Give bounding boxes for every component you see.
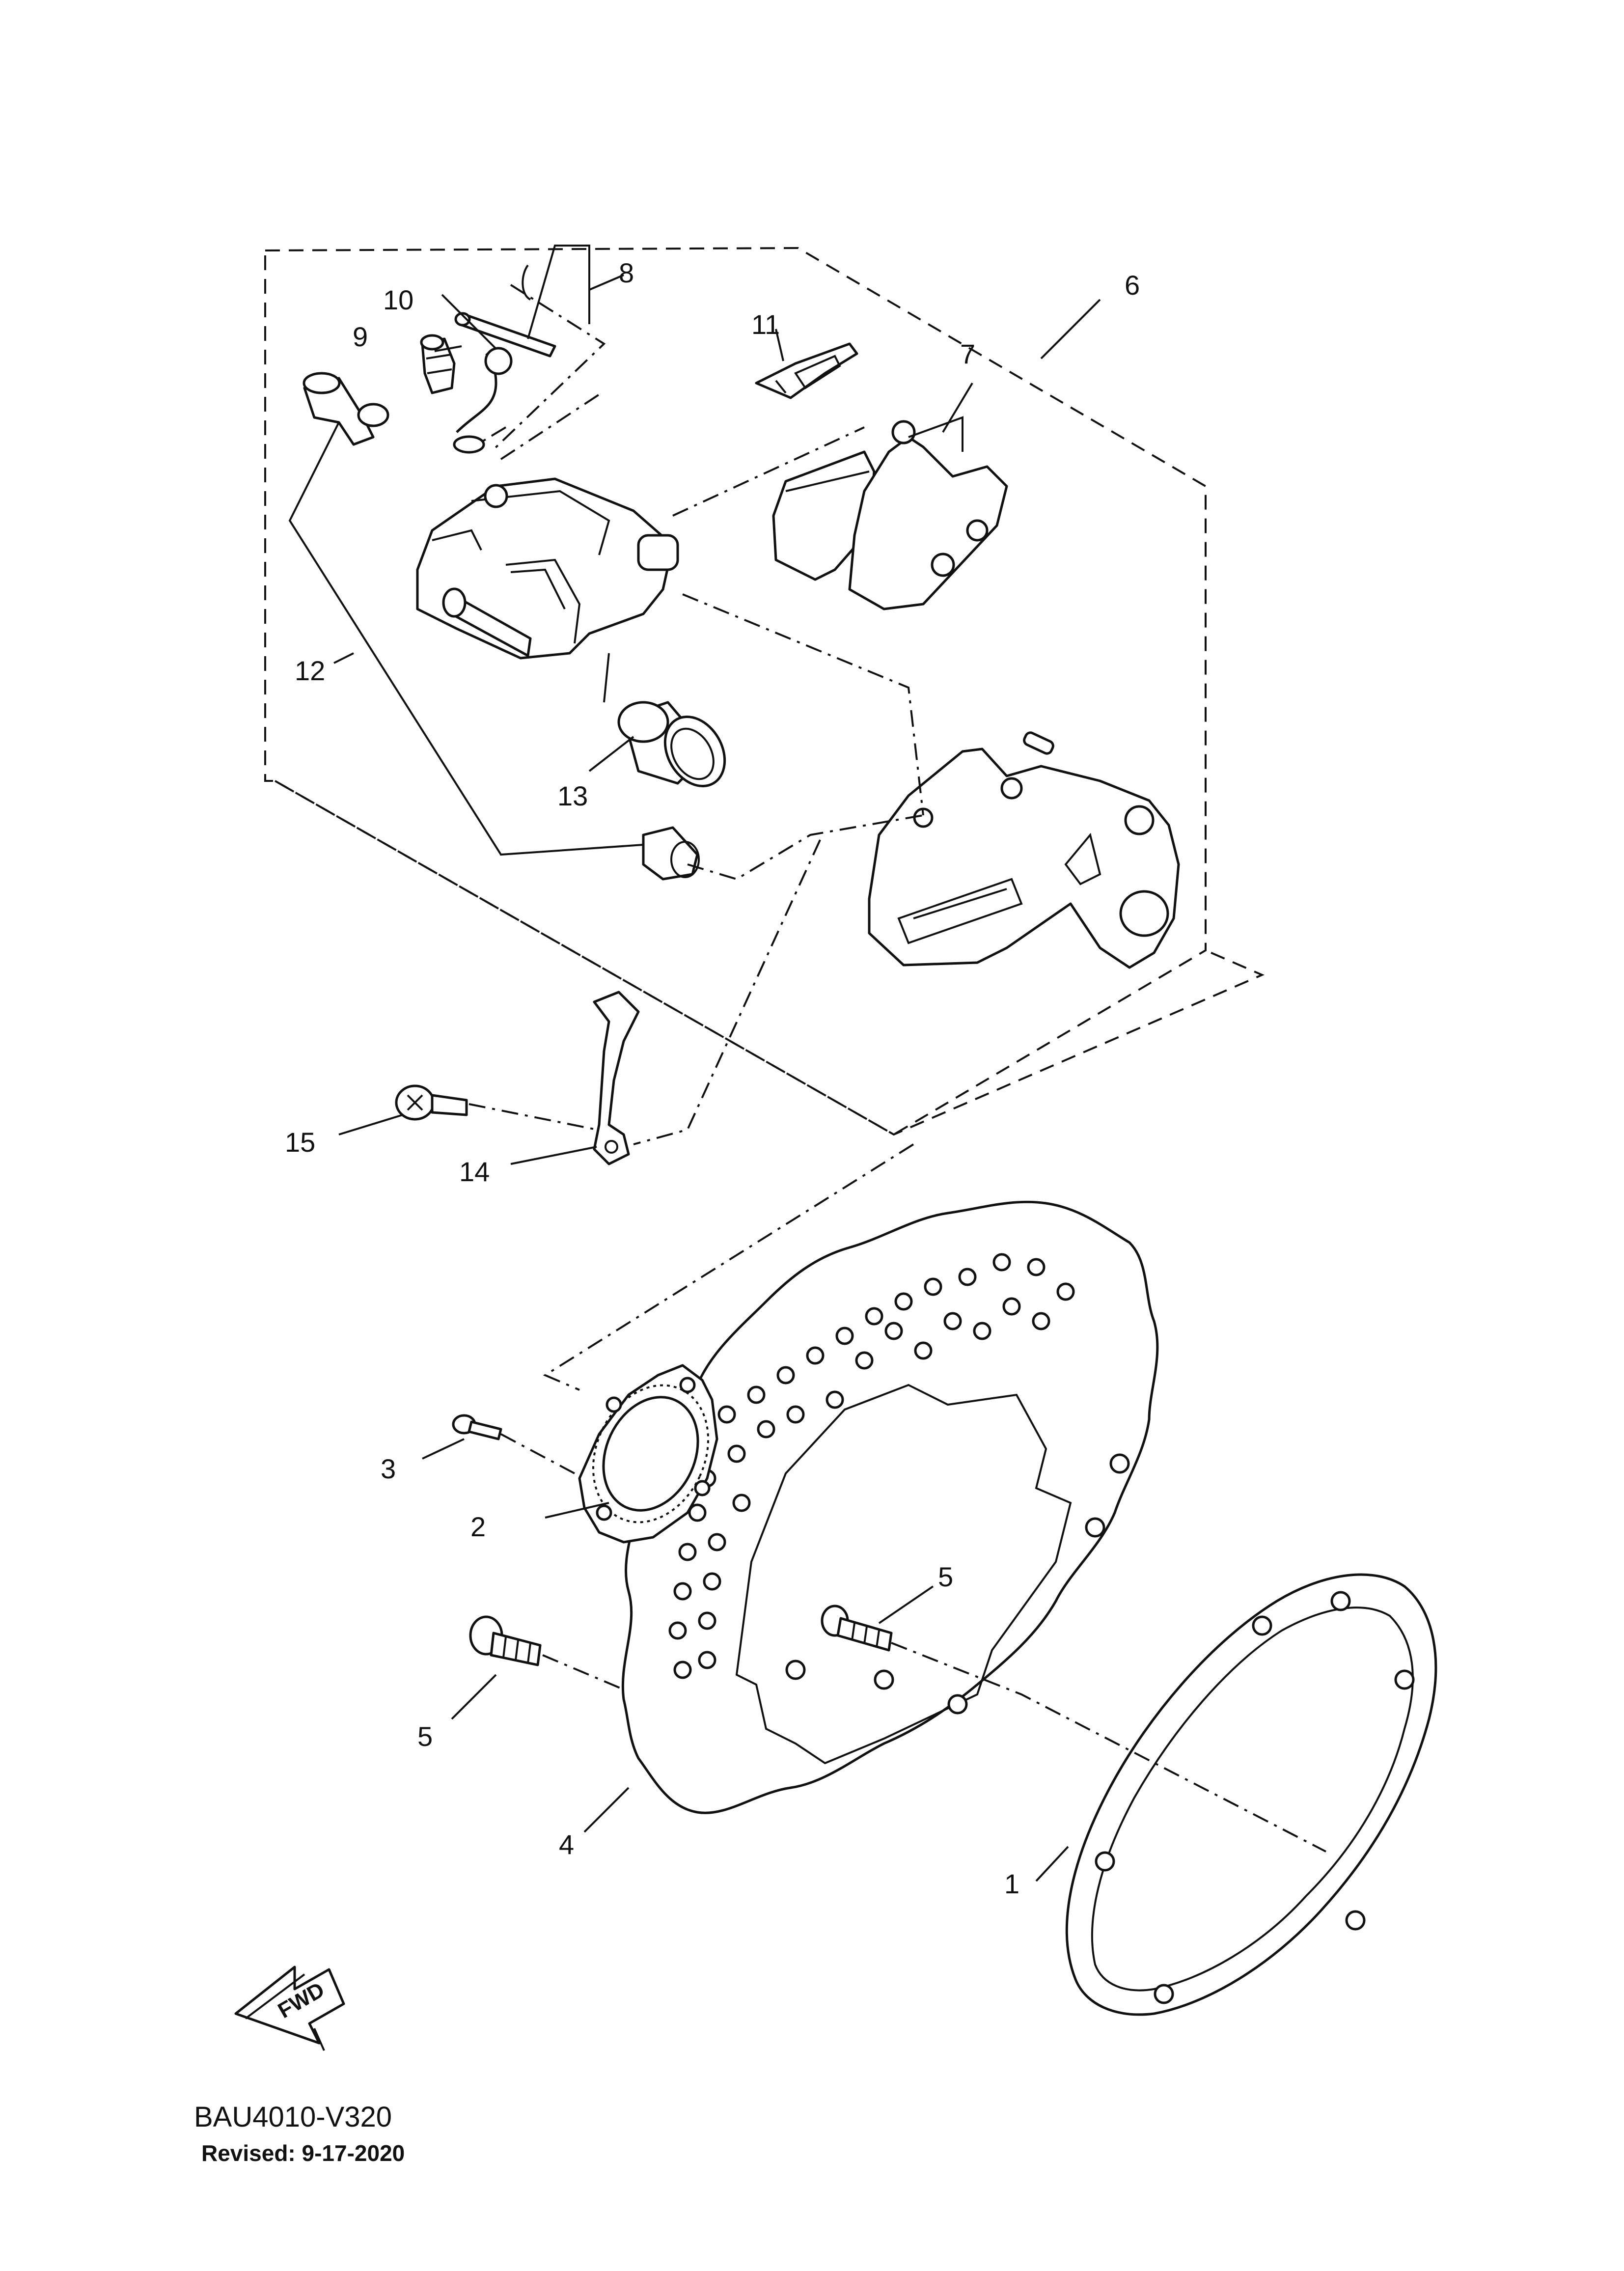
bleed-screw bbox=[420, 334, 456, 394]
alignment-lines bbox=[468, 284, 1326, 1853]
callout-11: 11 bbox=[751, 309, 780, 340]
caliper-seal bbox=[642, 826, 700, 881]
fwd-arrow: FWD bbox=[234, 1966, 345, 2051]
callout-15: 15 bbox=[285, 1127, 315, 1158]
callout-9: 9 bbox=[353, 321, 368, 352]
pad-pin bbox=[454, 245, 590, 358]
callout-14: 14 bbox=[459, 1156, 490, 1187]
caliper-bracket bbox=[868, 731, 1180, 969]
revised-date: Revised: 9-17-2020 bbox=[201, 2140, 405, 2166]
callout-6: 6 bbox=[1125, 270, 1140, 301]
bracket-assembly-boundary bbox=[275, 780, 1265, 1136]
brake-disc bbox=[621, 1200, 1159, 1814]
caliper-body bbox=[416, 477, 679, 660]
brake-pad-kit bbox=[772, 416, 1008, 610]
union-bolt bbox=[303, 372, 389, 446]
caliper-assembly-boundary bbox=[264, 247, 1207, 1136]
callout-7: 7 bbox=[960, 338, 975, 369]
sensor-rotor bbox=[578, 1364, 718, 1544]
bleed-cap bbox=[453, 347, 513, 454]
callout-5-center: 5 bbox=[938, 1561, 953, 1592]
pad-guide-plate bbox=[593, 991, 640, 1165]
caliper-piston bbox=[603, 653, 726, 788]
disc-bolt-left bbox=[469, 1615, 542, 1666]
pad-spring bbox=[755, 342, 858, 399]
disc-gasket bbox=[1065, 1573, 1437, 2016]
sensor-rotor-screw bbox=[452, 1414, 502, 1440]
disc-holes bbox=[668, 1253, 1130, 1715]
callout-5-left: 5 bbox=[417, 1721, 433, 1752]
callout-1: 1 bbox=[1004, 1868, 1019, 1899]
disc-bolt-center bbox=[821, 1605, 893, 1652]
callout-2: 2 bbox=[470, 1511, 486, 1542]
callout-13: 13 bbox=[557, 780, 588, 811]
diagram-code: BAU4010-V320 bbox=[194, 2101, 392, 2133]
callout-10: 10 bbox=[383, 284, 413, 315]
leader-lines bbox=[288, 274, 1101, 1882]
callouts: 1 2 3 4 5 5 6 7 8 9 10 11 12 13 14 15 bbox=[285, 257, 1140, 1899]
callout-4: 4 bbox=[559, 1829, 574, 1860]
plate-bolt bbox=[395, 1084, 468, 1121]
callout-12: 12 bbox=[295, 655, 325, 686]
callout-8: 8 bbox=[619, 257, 634, 288]
callout-3: 3 bbox=[381, 1453, 396, 1484]
